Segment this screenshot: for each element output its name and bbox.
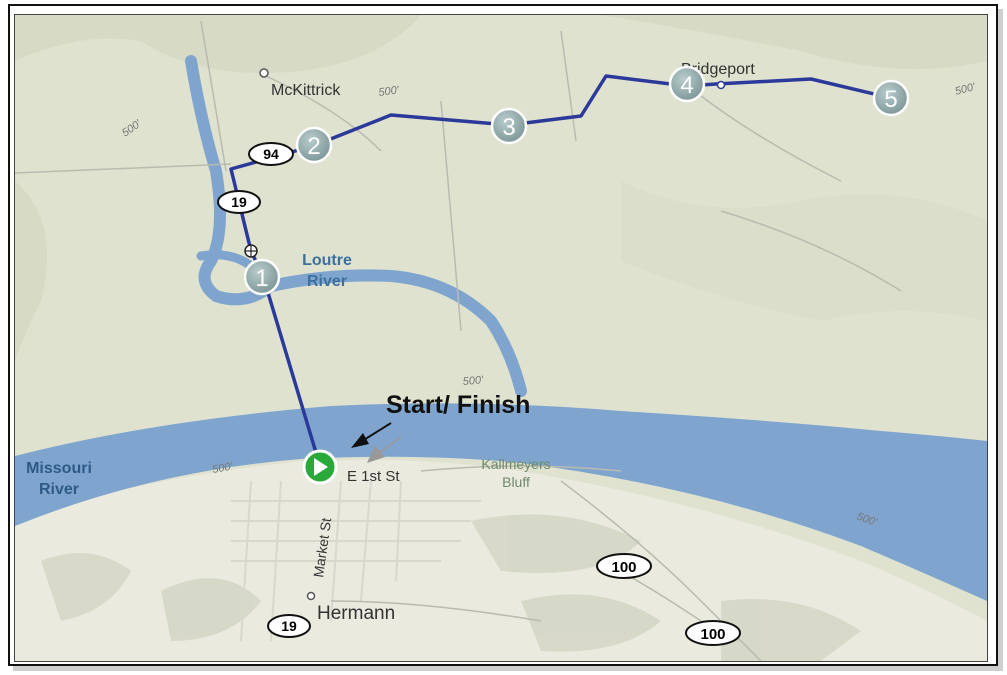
- water-label-missouri-river[interactable]: River: [39, 481, 79, 498]
- elevation-label: 500': [954, 81, 978, 98]
- pointer-arrow-icon: [351, 422, 392, 448]
- place-label-hermann[interactable]: Hermann: [317, 603, 395, 624]
- elevation-label: 500': [211, 460, 234, 476]
- water-label-missouri[interactable]: Missouri: [26, 460, 92, 477]
- highway-shield-19-south[interactable]: 19: [267, 614, 311, 638]
- background-roads: [15, 20, 902, 661]
- waypoint-5[interactable]: 5: [872, 79, 910, 117]
- water-label-loutre-river[interactable]: River: [307, 273, 347, 290]
- route-map[interactable]: 500' 500' 500' 500' 500' 500' McKittrick…: [14, 14, 988, 662]
- elevation-label: 500': [462, 374, 484, 388]
- terrain-shading: [15, 15, 987, 361]
- gray-arrow-icon: [367, 436, 402, 463]
- waypoint-1[interactable]: 1: [243, 258, 281, 296]
- highway-shield-100-a[interactable]: 100: [596, 553, 652, 579]
- highway-number: 19: [231, 194, 247, 210]
- missouri-river: [15, 403, 987, 601]
- place-label-mckittrick[interactable]: McKittrick: [271, 82, 341, 99]
- highway-number: 19: [281, 618, 297, 634]
- play-marker-icon[interactable]: [302, 449, 338, 485]
- highway-number: 100: [700, 626, 725, 643]
- waypoint-number: 5: [884, 86, 897, 113]
- loutre-river: [185, 55, 527, 397]
- highway-number: 94: [263, 146, 279, 162]
- elevation-label: 500': [378, 84, 401, 99]
- waypoint-2[interactable]: 2: [295, 126, 333, 164]
- loutre-backwater: [196, 250, 256, 271]
- highway-shield-100-b[interactable]: 100: [685, 620, 741, 646]
- crosshair-junction-icon: [244, 244, 258, 258]
- waypoint-number: 2: [307, 133, 320, 160]
- waypoint-number: 1: [255, 265, 268, 292]
- highway-shield-94[interactable]: 94: [248, 142, 294, 166]
- waypoint-4[interactable]: 4: [668, 65, 706, 103]
- place-label-bluff[interactable]: Bluff: [502, 474, 530, 490]
- mckittrick-dot: [259, 68, 269, 78]
- place-label-kallmeyers[interactable]: Kallmeyers: [481, 456, 550, 472]
- waypoint-number: 3: [502, 114, 515, 141]
- highway-number: 100: [611, 559, 636, 576]
- highway-shield-19-north[interactable]: 19: [217, 190, 261, 214]
- town-hills: [41, 514, 861, 661]
- waypoint-number: 4: [680, 72, 693, 99]
- street-label-e-1st-st[interactable]: E 1st St: [347, 468, 400, 485]
- start-finish-label: Start/ Finish: [386, 391, 530, 419]
- town-streets: [231, 480, 481, 642]
- bridgeport-dot: [716, 80, 726, 90]
- waypoint-3[interactable]: 3: [490, 107, 528, 145]
- hermann-dot: [306, 591, 316, 601]
- water-label-loutre[interactable]: Loutre: [302, 252, 352, 269]
